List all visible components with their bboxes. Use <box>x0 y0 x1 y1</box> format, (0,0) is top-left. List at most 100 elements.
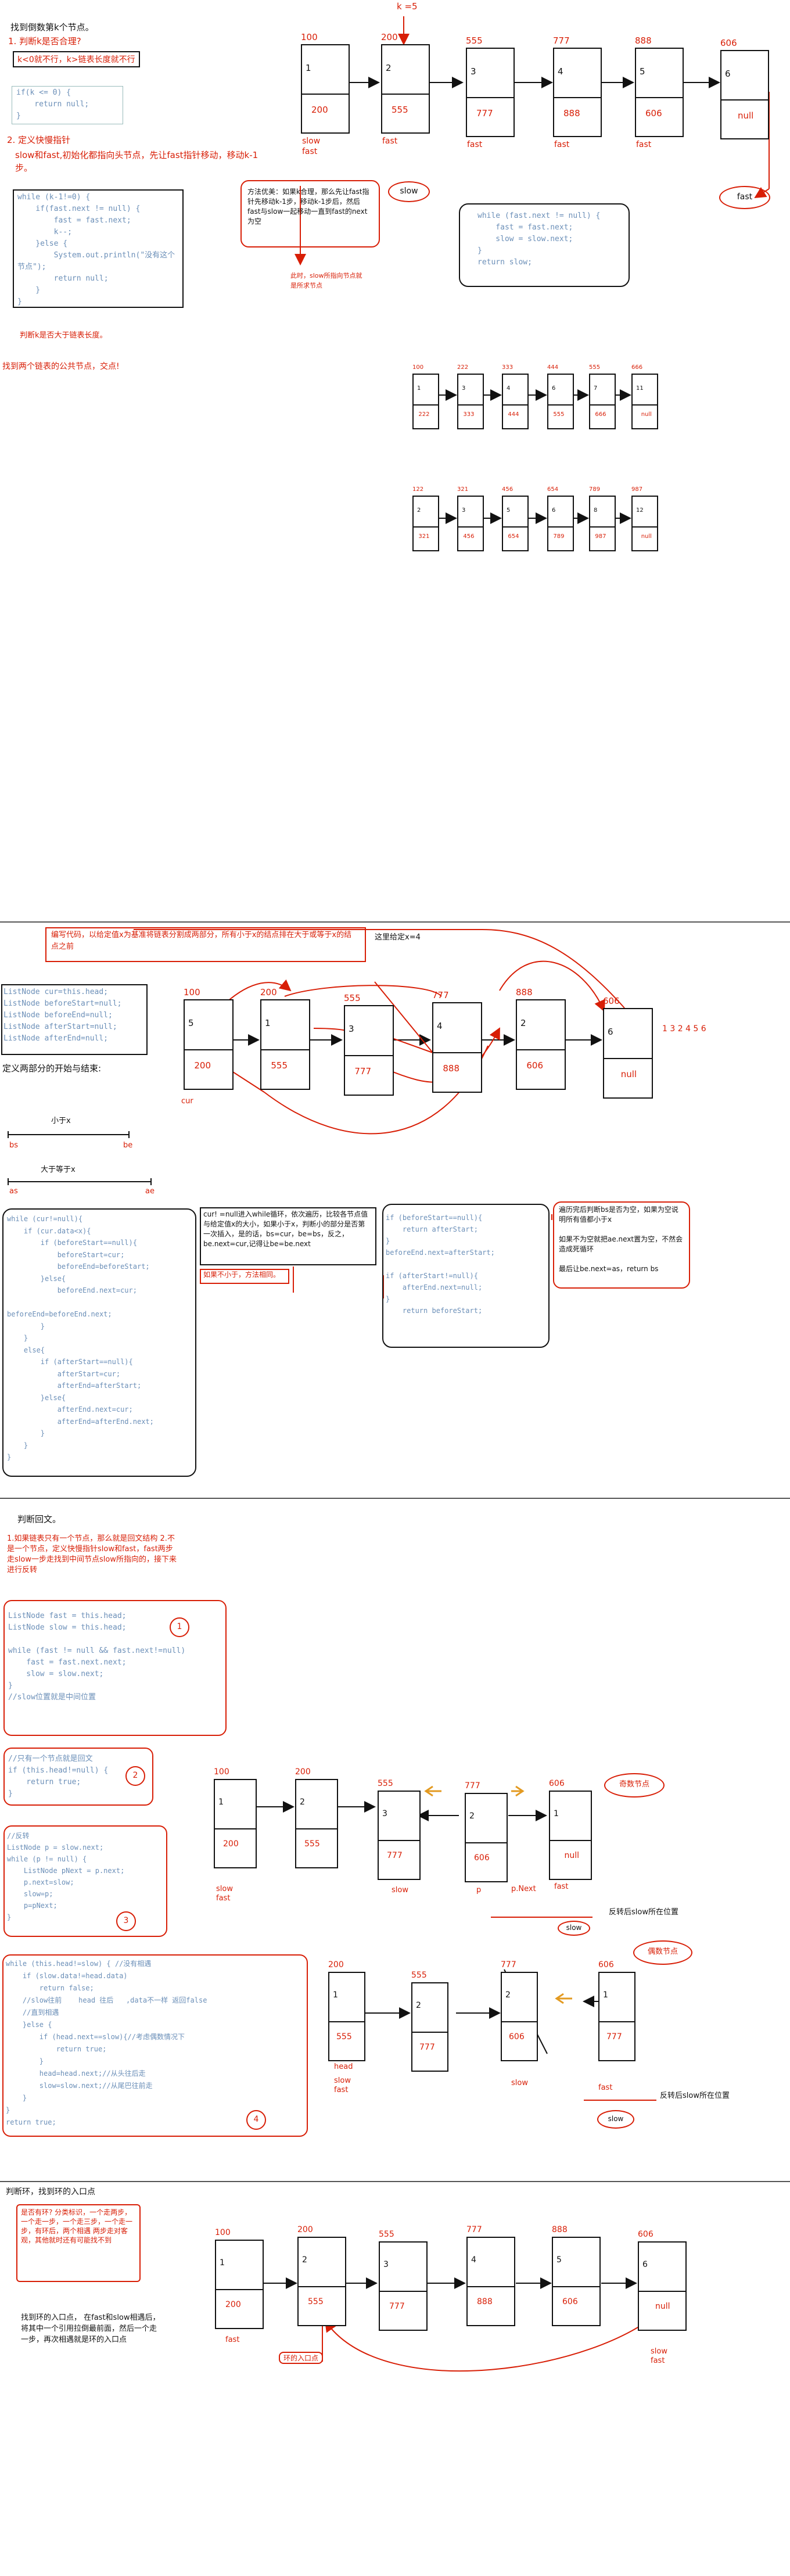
node-next: 888 <box>443 1063 460 1074</box>
note1-text: cur! =null进入while循环，依次遍历，比较各节点值与给定值x的大小，… <box>203 1210 368 1248</box>
list-node: 2 555 <box>381 44 430 134</box>
slow-oval-odd: slow <box>558 1921 590 1936</box>
slowfast-label-cycle: slow fast <box>651 2347 667 2365</box>
cycle-note-1: 是否有环? 分类标识，一个走两步，一个走一步，一个走三步，一个走一步，有环后，两… <box>21 2208 133 2244</box>
node-next: 789 <box>553 533 565 540</box>
node-divider <box>466 1842 507 1843</box>
node-divider <box>633 526 657 528</box>
node-next: 222 <box>418 411 430 418</box>
node-divider <box>296 1828 337 1829</box>
node-next: 444 <box>508 411 519 418</box>
fast-label-even: fast <box>598 2083 613 2092</box>
node-divider <box>502 2021 537 2022</box>
node-address: 606 <box>720 38 737 48</box>
section5-title: 判断环，找到环的入口点 <box>6 2187 95 2197</box>
node-value: 12 <box>636 507 644 514</box>
note2-frame <box>200 1269 289 1284</box>
as-label: as <box>9 1187 18 1196</box>
node-address: 444 <box>547 364 559 371</box>
node-next: 200 <box>225 2300 241 2309</box>
cycle-note-frame <box>16 2204 141 2282</box>
node-next: 987 <box>595 533 606 540</box>
section-divider-3 <box>0 921 790 923</box>
node-address: 100 <box>214 1767 229 1777</box>
node-next: 777 <box>389 2302 405 2311</box>
node-address: 100 <box>184 987 200 998</box>
node-address: 987 <box>631 486 643 493</box>
node-divider <box>548 526 573 528</box>
node-divider <box>548 404 573 406</box>
node-address: 100 <box>215 2228 231 2237</box>
node-next: null <box>641 533 652 540</box>
node-divider <box>467 97 514 98</box>
decl-code-frame <box>1 984 148 1055</box>
node-divider <box>503 404 527 406</box>
node-pointer-tag: fast <box>467 140 483 149</box>
under-code-note: 判断k是否大于链表长度。 <box>20 331 107 340</box>
node-pointer-tag: fast <box>554 140 570 149</box>
code-move-together: while (fast.next != null) { fast = fast.… <box>477 211 601 267</box>
node-next: 888 <box>563 108 580 119</box>
node-address: 100 <box>301 32 318 42</box>
node-next: null <box>620 1069 637 1079</box>
node-next: null <box>641 411 652 418</box>
node-divider <box>299 2286 345 2287</box>
rev-after-label: 反转后slow所在位置 <box>609 1908 678 1917</box>
node-address: 606 <box>638 2230 653 2239</box>
bs-label: bs <box>9 1141 19 1150</box>
circle-num-4: 4 <box>246 2110 266 2130</box>
note3-frame <box>553 1201 690 1289</box>
code4: while (this.head!=slow) { //没有相遇 if (slo… <box>6 1960 207 2126</box>
p-label: p <box>476 1886 482 1895</box>
cur-label: cur <box>181 1097 193 1106</box>
node-next: 777 <box>354 1066 372 1077</box>
node-value: 1 <box>265 1018 271 1028</box>
node-next: 200 <box>194 1060 211 1071</box>
node-divider <box>414 526 438 528</box>
node-divider <box>216 2289 263 2290</box>
slowfast-label-even: slow fast <box>334 2076 351 2094</box>
node-next: 555 <box>336 2032 352 2042</box>
node-value: 5 <box>640 66 645 77</box>
node-divider <box>382 94 429 95</box>
node-value: 6 <box>608 1027 613 1037</box>
node-value: 1 <box>417 385 421 392</box>
note2-text: 此时，slow所指向节点就是所求节点 <box>290 272 362 289</box>
node-next: 555 <box>392 105 408 115</box>
node-address: 777 <box>432 990 449 1000</box>
node-value: 1 <box>554 1809 559 1818</box>
palindrome-intro: 1.如果链表只有一个节点，那么就是回文结构 2.不是一个节点，定义快慢指针slo… <box>7 1534 177 1574</box>
node-value: 4 <box>558 66 563 77</box>
node-value: 6 <box>642 2260 648 2269</box>
slow-oval: slow <box>388 181 430 202</box>
node-address: 100 <box>412 364 424 371</box>
node-value: 2 <box>417 507 421 514</box>
node-divider <box>550 1840 591 1841</box>
def-title: 2. 定义快慢指针 <box>7 135 71 145</box>
judge-box-text: k<0就不行，k>链表长度就不行 <box>17 55 135 64</box>
node-value: 2 <box>386 63 392 73</box>
node-value: 3 <box>462 385 466 392</box>
node-divider <box>458 404 483 406</box>
node-divider <box>604 1058 652 1059</box>
node-value: 1 <box>220 2258 225 2268</box>
node-next: 333 <box>463 411 475 418</box>
node-value: 4 <box>507 385 511 392</box>
code1: ListNode fast = this.head; ListNode slow… <box>8 1612 186 1702</box>
node-address: 606 <box>549 1779 565 1788</box>
def-body: slow和fast,初始化都指向头节点，先让fast指针移动，移动k-1步。 <box>15 150 258 173</box>
